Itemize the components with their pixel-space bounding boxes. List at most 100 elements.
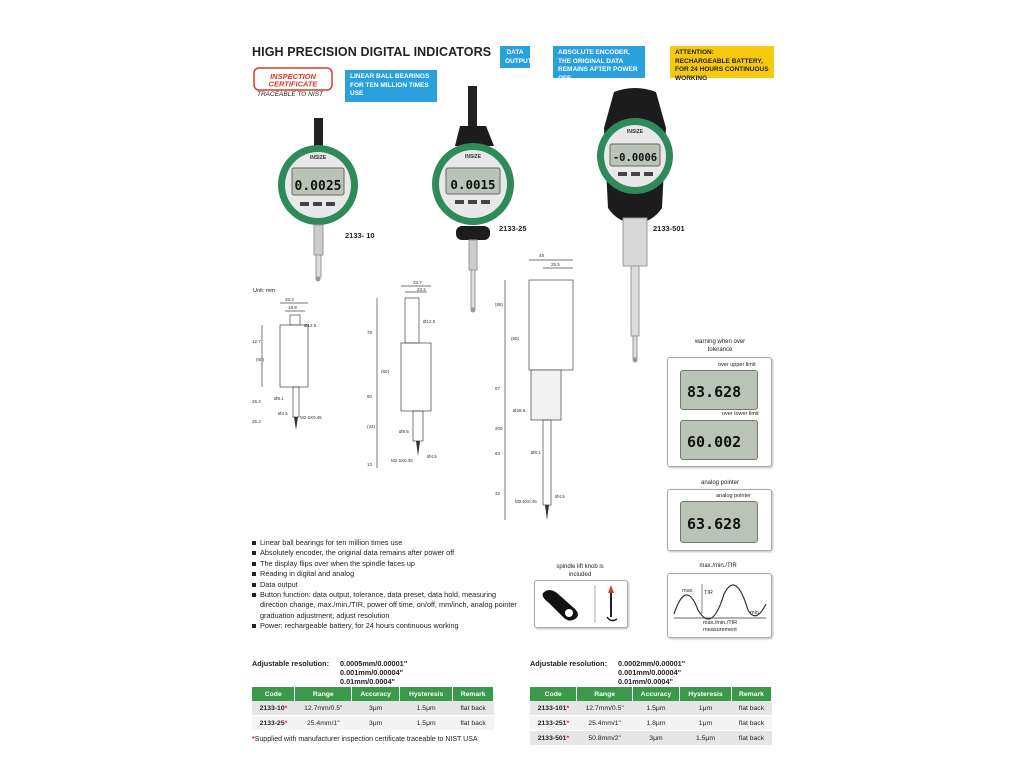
model-label-2133-10: 2133- 10 bbox=[345, 231, 375, 240]
dim-d3-w2: 25.5 bbox=[551, 262, 560, 267]
col-code: Code bbox=[252, 687, 296, 701]
star-mark: * bbox=[284, 704, 288, 712]
cell-range: 25.4mm/1" bbox=[576, 715, 633, 731]
features-list: Linear ball bearings for ten million tim… bbox=[252, 538, 520, 632]
star-mark: * bbox=[252, 736, 255, 743]
page-title: HIGH PRECISION DIGITAL INDICATORS bbox=[252, 45, 492, 59]
cell-remark: flat back bbox=[452, 715, 494, 731]
cert-line2: CERTIFICATE bbox=[269, 80, 319, 89]
feature-item: Power: rechargeable battery, for 24 hour… bbox=[252, 621, 520, 631]
table-row: 2133-101* 12.7mm/0.5" 1.5μm 1μm flat bac… bbox=[530, 701, 772, 716]
table-row: 2133-501* 50.8mm/2" 3μm 1.5μm flat back bbox=[530, 730, 772, 746]
cell-range: 50.8mm/2" bbox=[576, 730, 633, 746]
star-mark: * bbox=[284, 719, 288, 727]
col-hysteresis: Hysteresis bbox=[399, 687, 454, 701]
dim-d1-thread: M2.5X0.45 bbox=[300, 415, 322, 420]
dim-d3-tip: Ø4.5 bbox=[555, 494, 565, 499]
analog-panel: analog pointer 63.628 bbox=[667, 489, 772, 551]
analog-value: 63.628 bbox=[687, 515, 742, 533]
mmt-min-label: min. bbox=[750, 610, 761, 616]
indicator-2133-10-image: 0.0025 INSIZE bbox=[278, 118, 358, 282]
dim-d1-w2: 18.8 bbox=[288, 305, 297, 310]
knob-panel-title: spindle lift knob is included bbox=[556, 564, 604, 578]
dim-d3-stem: Ø28.5 bbox=[513, 408, 526, 413]
feature-item: Reading in digital and analog bbox=[252, 569, 520, 579]
dim-d1-h3: 26.3 bbox=[252, 399, 261, 404]
analog-lcd: 63.628 bbox=[680, 501, 758, 543]
table-row: 2133-10* 12.7mm/0.5" 3μm 1.5μm flat back bbox=[252, 701, 494, 716]
table-header-row: Code Range Accuracy Hysteresis Remark bbox=[530, 687, 773, 701]
right-spec-table: Code Range Accuracy Hysteresis Remark 21… bbox=[530, 687, 773, 746]
right-resolution-label: Adjustable resolution: bbox=[530, 659, 608, 668]
cell-accuracy: 3μm bbox=[351, 701, 400, 716]
dim-d3-h3: 67 bbox=[495, 386, 501, 391]
right-resolution-line: 0.001mm/0.00004" bbox=[618, 668, 682, 677]
col-range: Range bbox=[294, 687, 353, 701]
dim-d2-h3: 50 bbox=[367, 394, 373, 399]
feature-item: Data output bbox=[252, 580, 520, 590]
cell-range: 25.4mm/1" bbox=[294, 715, 352, 731]
star-mark: * bbox=[566, 704, 570, 712]
drawing-2133-25: 33.7 23.2 Ø12.5 79 (60) 50 (32) 13 Ø8.5 … bbox=[367, 280, 437, 468]
over-upper-label: over upper limit bbox=[718, 362, 756, 368]
analog-pointer-label: analog pointer bbox=[716, 493, 751, 499]
display-2133-10: 0.0025 bbox=[295, 179, 342, 194]
tag-attention: ATTENTION: RECHARGEABLE BATTERY, FOR 24 … bbox=[670, 46, 774, 82]
dim-d2-w2: 23.2 bbox=[417, 287, 426, 292]
table-row: 2133-25* 25.4mm/1" 3μm 1.5μm flat back bbox=[252, 715, 494, 731]
certificate-badge-icon: INSPECTION CERTIFICATE bbox=[253, 67, 333, 91]
tag-data-output: DATA OUTPUT bbox=[500, 46, 532, 68]
inspection-certificate-logo: INSPECTION CERTIFICATE TRACEABLE TO NIST bbox=[253, 67, 333, 103]
cell-hysteresis: 1μm bbox=[679, 715, 732, 731]
cell-accuracy: 3μm bbox=[351, 715, 400, 731]
cert-line1: INSPECTION bbox=[270, 72, 316, 81]
col-accuracy: Accuracy bbox=[351, 687, 401, 701]
over-lower-lcd: 60.002 bbox=[680, 420, 758, 460]
star-mark: * bbox=[566, 719, 570, 727]
left-spec-table: Code Range Accuracy Hysteresis Remark 21… bbox=[252, 687, 494, 731]
warning-panel: over upper limit 83.628 over lower limit… bbox=[667, 357, 772, 467]
cell-code: 2133-101* bbox=[530, 701, 577, 716]
cell-code: 2133-10* bbox=[252, 701, 295, 716]
analog-panel-title: analog pointer bbox=[700, 480, 740, 486]
mmt-caption: max./min./TIR measurement bbox=[702, 620, 738, 633]
cell-remark: flat back bbox=[452, 701, 494, 716]
col-range: Range bbox=[576, 687, 633, 701]
cell-hysteresis: 1μm bbox=[679, 701, 732, 716]
model-label-2133-501: 2133-501 bbox=[653, 224, 685, 233]
dim-d3-thread: M2.5X0.45 bbox=[515, 499, 537, 504]
col-hysteresis: Hysteresis bbox=[679, 687, 732, 701]
over-lower-label: over lower limit bbox=[722, 411, 759, 417]
display-2133-25: 0.0015 bbox=[450, 177, 495, 192]
left-resolution-line: 0.01mm/0.0004" bbox=[340, 677, 395, 686]
table-row: 2133-251* 25.4mm/1" 1.8μm 1μm flat back bbox=[530, 715, 772, 731]
right-resolution-line: 0.0002mm/0.00001" bbox=[618, 659, 686, 668]
warning-panel-title: warning when over tolerance bbox=[694, 339, 746, 353]
cell-hysteresis: 1.5μm bbox=[679, 730, 732, 746]
spindle-knob-icon bbox=[542, 585, 618, 623]
cell-remark: flat back bbox=[731, 701, 772, 716]
tag-bearings: LINEAR BALL BEARINGS FOR TEN MILLION TIM… bbox=[345, 70, 437, 102]
cell-hysteresis: 1.5μm bbox=[399, 715, 453, 731]
over-lower-value: 60.002 bbox=[687, 433, 742, 451]
dim-d1-h2: (60) bbox=[256, 357, 265, 362]
unit-label: Unit: mm bbox=[253, 288, 275, 294]
cert-subtitle: TRACEABLE TO NIST bbox=[257, 91, 323, 98]
dim-d3-h6: 32 bbox=[495, 491, 501, 496]
tag-absolute-encoder: ABSOLUTE ENCODER, THE ORIGINAL DATA REMA… bbox=[553, 46, 645, 82]
cell-code: 2133-251* bbox=[530, 715, 577, 731]
dim-d2-dia: Ø12.5 bbox=[423, 319, 436, 324]
dim-d2-h4: (32) bbox=[367, 424, 376, 429]
display-2133-501: -0.0006 bbox=[613, 152, 657, 164]
cell-code: 2133-501* bbox=[530, 730, 577, 746]
dim-d3-h4: 200 bbox=[495, 426, 503, 431]
feature-item: Absolutely encoder, the original data re… bbox=[252, 548, 520, 558]
dim-d1-w1: 33.3 bbox=[285, 297, 294, 302]
cell-remark: flat back bbox=[731, 730, 772, 746]
dim-d1-h4: 26.3 bbox=[252, 419, 261, 424]
table-header-row: Code Range Accuracy Hysteresis Remark bbox=[252, 687, 494, 701]
col-remark: Remark bbox=[452, 687, 494, 701]
cell-remark: flat back bbox=[731, 715, 772, 731]
dim-d3-h5: 63 bbox=[495, 451, 501, 456]
col-accuracy: Accuracy bbox=[632, 687, 681, 701]
